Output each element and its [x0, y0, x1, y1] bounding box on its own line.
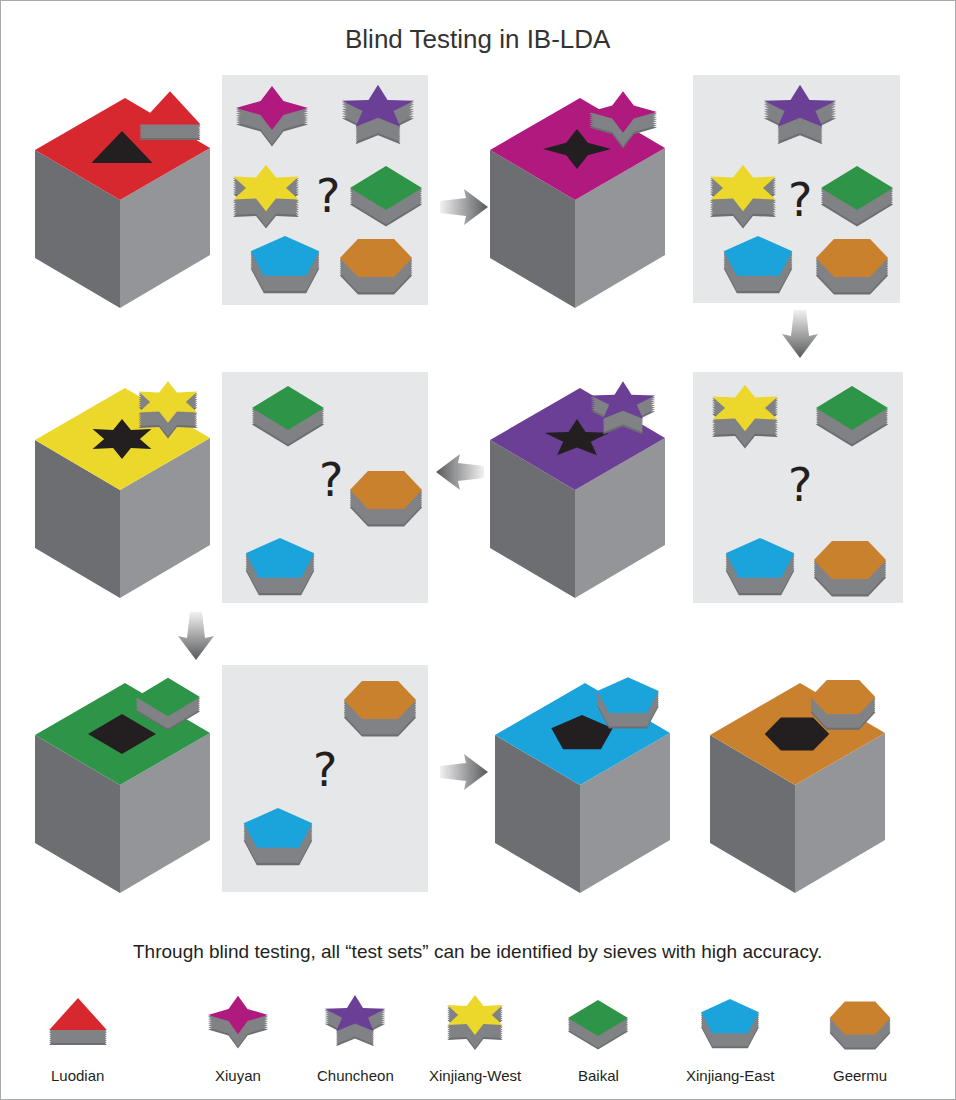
legend-swatch	[568, 1000, 628, 1050]
sieve-box	[490, 381, 665, 598]
panel	[222, 665, 428, 892]
legend-label: Xiuyan	[215, 1067, 261, 1084]
legend-swatch	[830, 1002, 891, 1050]
legend-label: Baikal	[578, 1067, 619, 1084]
legend-swatch	[447, 995, 502, 1050]
flow-arrow	[440, 189, 488, 225]
panel	[693, 372, 903, 603]
sieve-box	[495, 677, 670, 893]
panel-pieces	[712, 385, 888, 597]
panel-pieces	[233, 85, 422, 295]
sieve-box	[35, 91, 210, 308]
flow-arrow	[178, 612, 214, 660]
legend-swatch	[325, 995, 386, 1046]
flow-arrow	[782, 310, 818, 358]
legend-swatch	[701, 999, 759, 1048]
legend-label: Chuncheon	[317, 1067, 394, 1084]
flow-arrow	[440, 754, 488, 790]
diagram-caption: Through blind testing, all “test sets” c…	[133, 941, 822, 963]
legend-label: Geermu	[833, 1067, 887, 1084]
sieve-box	[35, 381, 210, 598]
legend-label: Luodian	[51, 1067, 104, 1084]
diagram-title: Blind Testing in IB-LDA	[345, 25, 610, 55]
panel-pieces	[244, 681, 416, 865]
legend-label: Xinjiang-West	[429, 1067, 521, 1084]
flow-arrow	[436, 454, 484, 490]
panel	[222, 372, 428, 603]
legend-swatch	[49, 998, 107, 1045]
panel	[693, 75, 900, 303]
question-mark: ?	[788, 459, 812, 512]
question-mark: ?	[788, 174, 812, 227]
sieve-box	[35, 678, 210, 893]
question-mark: ?	[319, 454, 343, 507]
legend-label: Xinjiang-East	[686, 1067, 774, 1084]
question-mark: ?	[313, 744, 337, 797]
question-mark: ?	[316, 170, 340, 223]
panel-pieces	[710, 85, 893, 295]
legend-swatch	[208, 996, 268, 1049]
panel	[222, 75, 428, 305]
panel-pieces	[246, 386, 422, 595]
sieve-box	[490, 91, 665, 308]
sieve-box	[710, 680, 885, 893]
